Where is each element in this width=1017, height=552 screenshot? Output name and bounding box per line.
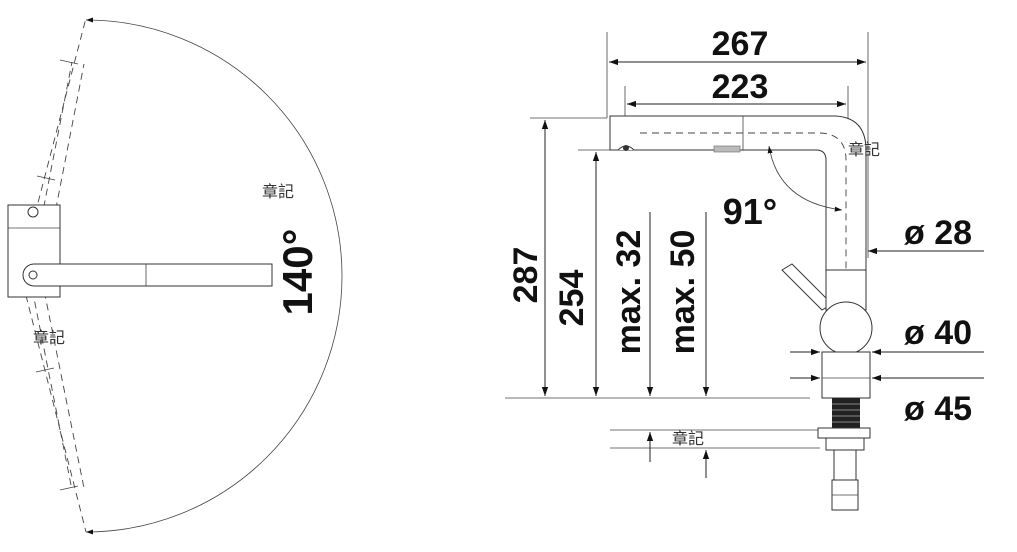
dim-254: 254 [553, 270, 591, 327]
swivel-angle-label: 140° [274, 229, 321, 316]
threaded-stem [832, 398, 860, 428]
dim-287: 287 [507, 247, 545, 304]
top-view: 140° 章記 章記 [7, 17, 343, 535]
angle-91: 91° [723, 191, 777, 232]
faucet-lever [781, 263, 833, 311]
dim-dia-28: ø 28 [904, 214, 972, 252]
dim-max-32: max. 32 [610, 230, 648, 355]
swivel-arc [85, 17, 343, 535]
dim-max-50: max. 50 [664, 230, 702, 355]
dim-dia-45: ø 45 [904, 390, 972, 428]
dim-dia-40: ø 40 [904, 314, 972, 352]
faucet-body [819, 301, 873, 355]
faucet-spout [609, 115, 867, 271]
stamp-bottom: 章記 [672, 429, 704, 448]
dim-223: 223 [712, 68, 769, 106]
side-view: 267 223 287 254 max. 32 max. 50 91° [505, 25, 984, 511]
spout-straight [22, 263, 273, 287]
angle-arc [767, 145, 843, 212]
lever-pivot [27, 206, 39, 218]
stamp-lower: 章記 [33, 328, 65, 347]
stamp-top: 章記 [848, 140, 880, 159]
lower-limit-spout [19, 271, 87, 533]
dim-267: 267 [712, 25, 769, 63]
stamp-upper: 章記 [262, 182, 294, 201]
